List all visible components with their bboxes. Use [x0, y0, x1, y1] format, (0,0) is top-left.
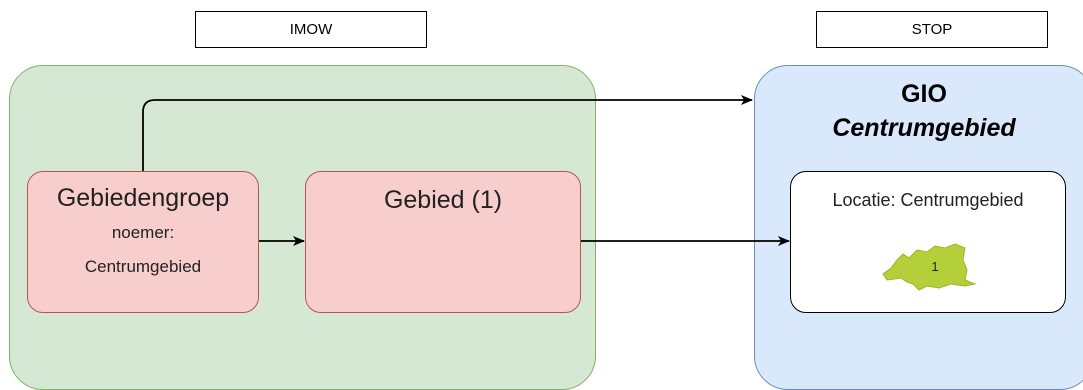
arrow-gebiedengroep-to-gio: [142, 95, 753, 171]
centrumgebied-area-shape: 1: [882, 243, 977, 291]
gebiedengroep-title: Gebiedengroep: [56, 184, 230, 212]
gebied-title: Gebied (1): [383, 186, 503, 214]
gebied-box: Gebied (1): [305, 171, 581, 313]
gebiedengroep-box: Gebiedengroep noemer: Centrumgebied: [27, 171, 259, 313]
stop-label-text: STOP: [911, 21, 953, 38]
gebiedengroep-noemer-value: Centrumgebied: [84, 257, 202, 276]
imow-label: IMOW: [195, 11, 427, 48]
gio-subtitle: Centrumgebied: [832, 114, 1016, 142]
stop-label: STOP: [816, 11, 1048, 48]
connectors: [142, 95, 790, 246]
locatie-box: Locatie: Centrumgebied 1: [790, 171, 1066, 313]
gebiedengroep-noemer-label: noemer:: [111, 223, 175, 242]
imow-label-text: IMOW: [289, 21, 333, 38]
area-number: 1: [931, 259, 938, 274]
locatie-label: Locatie: Centrumgebied: [832, 190, 1024, 210]
gio-title: GIO: [901, 80, 947, 108]
